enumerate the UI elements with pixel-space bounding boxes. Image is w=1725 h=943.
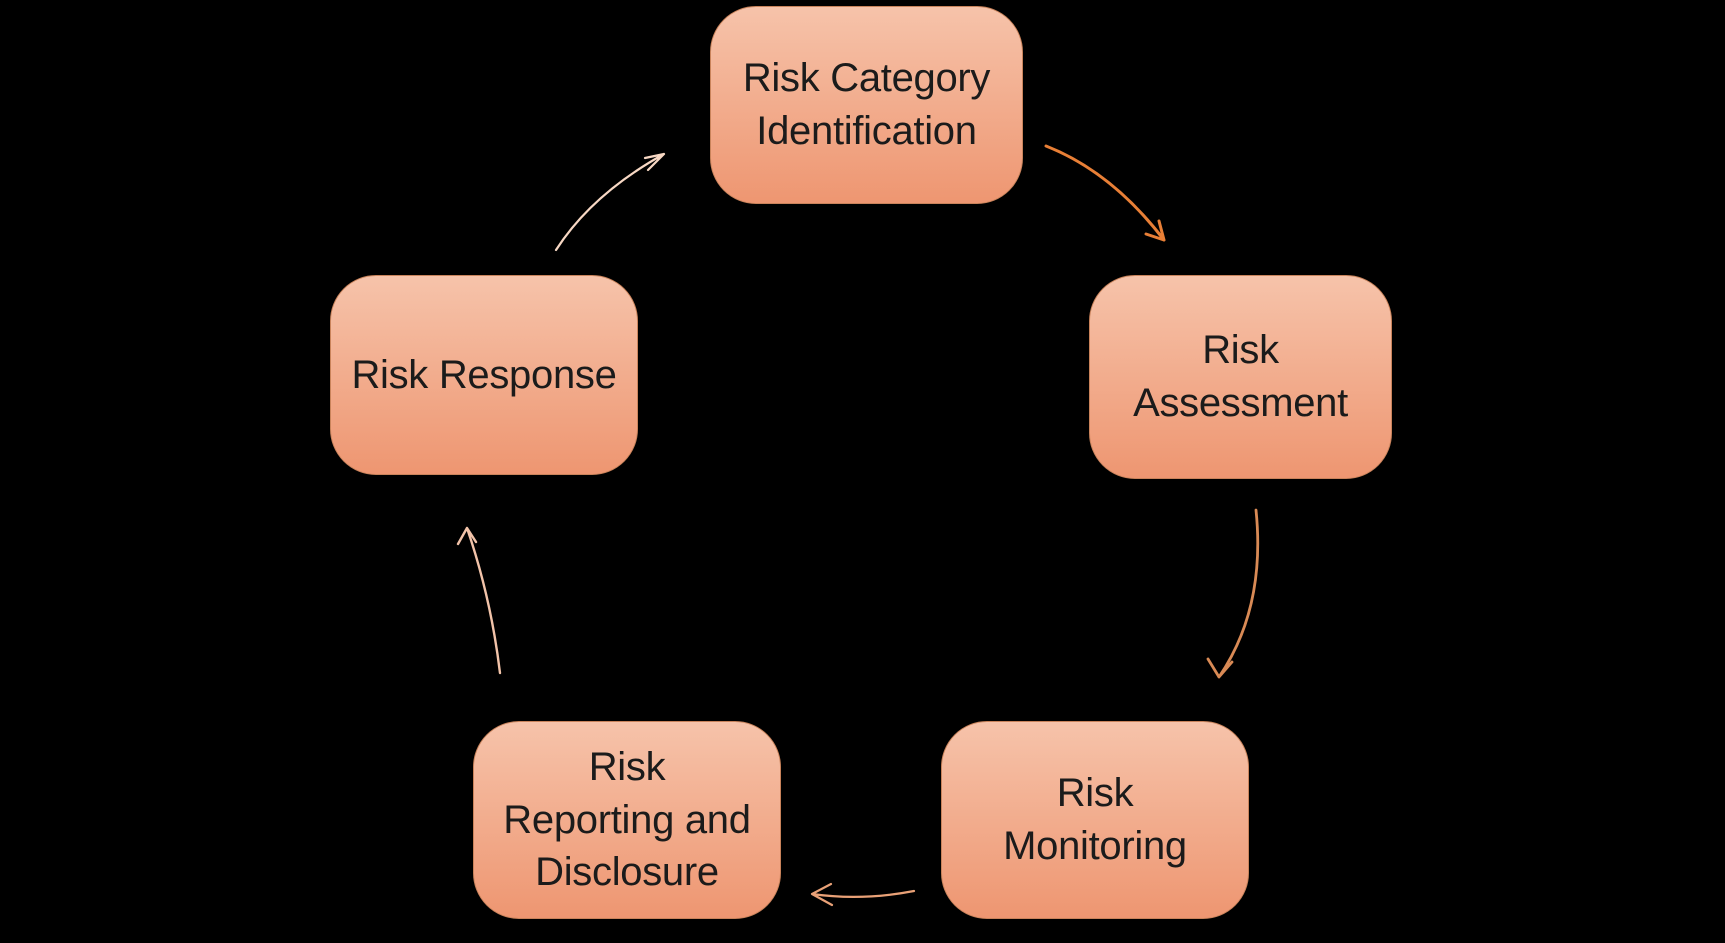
arrow-assessment-to-monitoring bbox=[1206, 508, 1260, 679]
node-label-risk-monitoring: Risk Monitoring bbox=[1003, 771, 1187, 868]
node-risk-assessment: Risk Assessment bbox=[1089, 275, 1392, 479]
arrow-response-to-identification bbox=[554, 152, 666, 252]
arrow-reporting-to-response bbox=[456, 526, 502, 675]
node-label-risk-category-identification: Risk Category Identification bbox=[742, 56, 991, 153]
node-risk-reporting-disclosure: Risk Reporting and Disclosure bbox=[473, 721, 781, 919]
node-risk-category-identification: Risk Category Identification bbox=[710, 6, 1023, 204]
node-risk-response: Risk Response bbox=[330, 275, 638, 475]
node-label-risk-reporting-disclosure: Risk Reporting and Disclosure bbox=[503, 744, 751, 895]
node-label-risk-response: Risk Response bbox=[351, 352, 617, 397]
node-label-risk-assessment: Risk Assessment bbox=[1133, 328, 1348, 425]
node-risk-monitoring: Risk Monitoring bbox=[941, 721, 1249, 919]
arrow-identification-to-assessment bbox=[1044, 144, 1166, 242]
arrow-monitoring-to-reporting bbox=[810, 882, 916, 907]
